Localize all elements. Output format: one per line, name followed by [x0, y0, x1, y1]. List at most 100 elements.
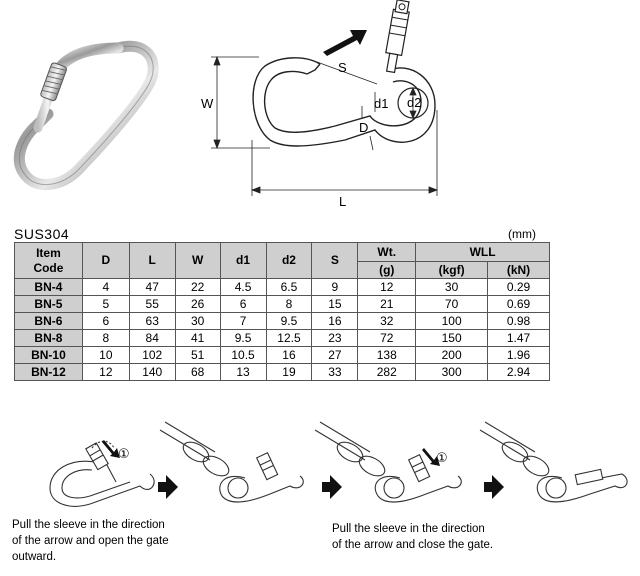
cell-w: 68: [174, 363, 221, 381]
cell-kgf: 70: [415, 295, 489, 313]
cell-d2: 8: [265, 295, 313, 313]
cell-d: 12: [81, 363, 130, 381]
cell-code: BN-10: [14, 346, 83, 364]
unit-note: (mm): [508, 227, 536, 241]
dimension-drawing: S W d1 d2 D L: [201, 0, 439, 209]
cell-l: 47: [128, 278, 176, 296]
cell-d1: 13: [219, 363, 267, 381]
step-marker-open: ①: [118, 447, 130, 462]
cell-kn: 1.47: [487, 329, 550, 347]
carabiner-photo: [13, 40, 159, 191]
cell-kgf: 100: [415, 312, 489, 330]
cell-d: 6: [81, 312, 130, 330]
cell-d: 5: [81, 295, 130, 313]
cell-kn: 0.98: [487, 312, 550, 330]
label-d: D: [359, 120, 368, 135]
cell-s: 9: [311, 278, 359, 296]
open-caption-line: of the arrow and open the gate: [12, 535, 169, 547]
cell-d1: 4.5: [219, 278, 267, 296]
cell-w: 26: [174, 295, 221, 313]
label-d2: d2: [407, 95, 421, 110]
table-row: BN-5 5 55 26 6 8 15 21 70 0.69: [14, 295, 550, 313]
cell-code: BN-12: [14, 363, 83, 381]
cell-d2: 9.5: [265, 312, 313, 330]
cell-s: 16: [311, 312, 359, 330]
header-wt-unit: (g): [357, 261, 417, 279]
cell-code: BN-4: [14, 278, 83, 296]
table-row: BN-6 6 63 30 7 9.5 16 32 100 0.98: [14, 312, 550, 330]
cell-code: BN-6: [14, 312, 83, 330]
cell-wt: 72: [357, 329, 417, 347]
cell-wt: 32: [357, 312, 417, 330]
chain-open-step-icon: [159, 421, 304, 503]
cell-d2: 6.5: [265, 278, 313, 296]
cell-d2: 16: [265, 346, 313, 364]
cell-l: 84: [128, 329, 176, 347]
header-w: W: [174, 242, 221, 279]
cell-l: 102: [128, 346, 176, 364]
cell-d2: 19: [265, 363, 313, 381]
chain-closed-step-icon: [479, 421, 628, 503]
cell-kn: 1.96: [487, 346, 550, 364]
cell-kn: 0.69: [487, 295, 550, 313]
cell-s: 27: [311, 346, 359, 364]
next-arrow-icon: [484, 475, 504, 499]
cell-l: 63: [128, 312, 176, 330]
cell-code: BN-8: [14, 329, 83, 347]
spec-table: Item Code D L W d1 d2 S Wt. WLL (g) (kgf…: [14, 242, 550, 381]
header-wll-kn: (kN): [487, 261, 550, 279]
header-l: L: [128, 242, 176, 279]
header-item-code: Item Code: [14, 242, 83, 279]
cell-d1: 6: [219, 295, 267, 313]
cell-kn: 2.94: [487, 363, 550, 381]
cell-wt: 21: [357, 295, 417, 313]
next-arrow-icon: [322, 475, 342, 499]
cell-d2: 12.5: [265, 329, 313, 347]
next-arrow-icon: [158, 475, 178, 499]
usage-steps-illustration: ① ①: [49, 421, 628, 507]
step-marker-close: ①: [436, 451, 448, 466]
open-caption-line: Pull the sleeve in the direction: [12, 519, 165, 531]
header-d1: d1: [219, 242, 267, 279]
cell-s: 23: [311, 329, 359, 347]
cell-s: 33: [311, 363, 359, 381]
table-row: BN-12 12 140 68 13 19 33 282 300 2.94: [14, 363, 550, 381]
cell-d1: 9.5: [219, 329, 267, 347]
cell-d1: 10.5: [219, 346, 267, 364]
cell-w: 51: [174, 346, 221, 364]
cell-code: BN-5: [14, 295, 83, 313]
cell-wt: 138: [357, 346, 417, 364]
label-d1: d1: [374, 96, 388, 111]
header-wll: WLL: [415, 242, 550, 262]
table-row: BN-8 8 84 41 9.5 12.5 23 72 150 1.47: [14, 329, 550, 347]
cell-d: 8: [81, 329, 130, 347]
open-caption: Pull the sleeve in the direction of the …: [12, 517, 169, 565]
cell-kgf: 150: [415, 329, 489, 347]
cell-l: 140: [128, 363, 176, 381]
label-s: S: [338, 60, 347, 75]
cell-d: 4: [81, 278, 130, 296]
header-d2: d2: [265, 242, 313, 279]
cell-wt: 282: [357, 363, 417, 381]
cell-d1: 7: [219, 312, 267, 330]
cell-kgf: 30: [415, 278, 489, 296]
table-row: BN-4 4 47 22 4.5 6.5 9 12 30 0.29: [14, 278, 550, 296]
close-caption-line: of the arrow and close the gate.: [332, 539, 494, 551]
cell-kgf: 300: [415, 363, 489, 381]
close-caption: Pull the sleeve in the direction of the …: [332, 521, 493, 553]
cell-l: 55: [128, 295, 176, 313]
label-l: L: [339, 194, 346, 209]
header-s: S: [311, 242, 359, 279]
cell-kn: 0.29: [487, 278, 550, 296]
cell-d: 10: [81, 346, 130, 364]
label-w: W: [201, 96, 214, 111]
cell-w: 41: [174, 329, 221, 347]
close-caption-line: Pull the sleeve in the direction: [332, 523, 485, 535]
header-code: Code: [33, 260, 64, 275]
open-caption-line: outward.: [12, 551, 57, 563]
cell-w: 22: [174, 278, 221, 296]
cell-w: 30: [174, 312, 221, 330]
header-d: D: [81, 242, 130, 279]
header-item: Item: [36, 245, 61, 260]
header-wll-kgf: (kgf): [415, 261, 489, 279]
